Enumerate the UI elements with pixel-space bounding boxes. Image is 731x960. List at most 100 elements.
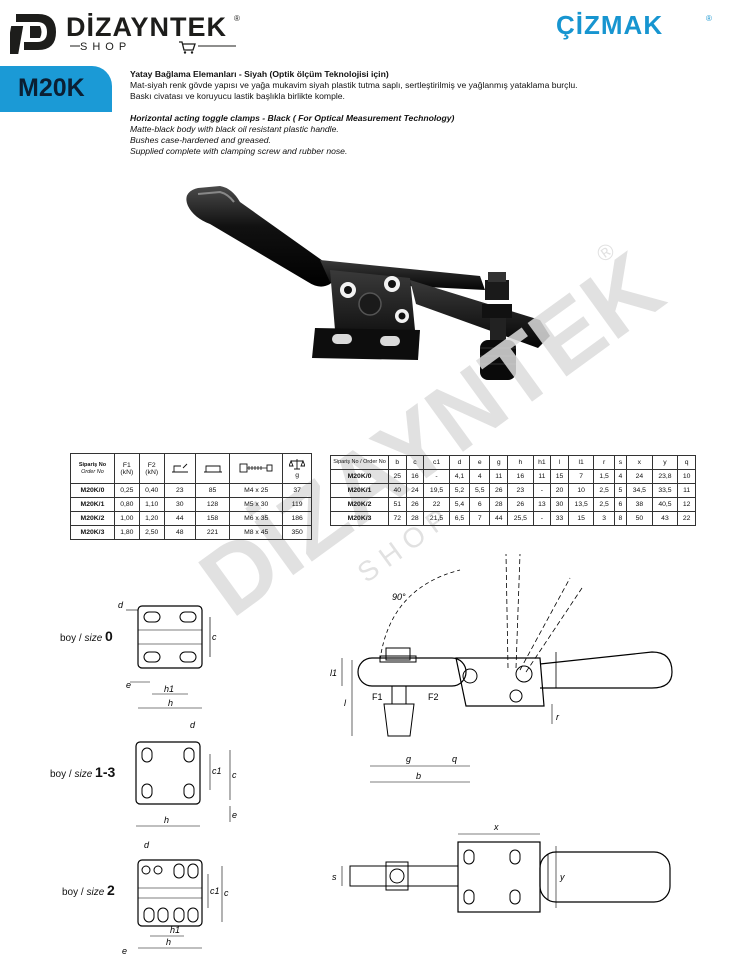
dim-c1: c1: [212, 766, 222, 776]
value-cell: 23: [163, 483, 197, 498]
dimension-cell: 26: [489, 483, 509, 498]
dim-d: d: [190, 720, 196, 730]
description-tr-line: Baskı civatası ve koruyucu lastik başlık…: [130, 91, 345, 101]
description-english: Horizontal acting toggle clamps - Black …: [130, 113, 600, 157]
dimension-cell: 1,5: [593, 469, 615, 484]
dim-c: c: [232, 770, 237, 780]
cizmak-brand: ÇİZMAK: [556, 10, 664, 40]
header: DİZAYNTEK ® SHOP ÇİZMAK ®: [0, 0, 731, 60]
dim-y: y: [559, 872, 565, 882]
dimension-cell: 10: [677, 469, 696, 484]
f1-cell: 1,80: [113, 525, 140, 540]
dimension-cell: 2,5: [593, 483, 615, 498]
logo-registered-mark: ®: [234, 14, 240, 23]
clamp-side-view-drawing: 90° F1 F2 l1 l r g q b: [330, 553, 673, 783]
column-header-clamp-icon-b: [194, 453, 231, 484]
order-cell: M20K/2: [330, 497, 389, 512]
dimension-cell: 24: [405, 483, 425, 498]
dimension-cell: 33: [550, 511, 569, 526]
product-code: M20K: [18, 74, 85, 102]
dim-e: e: [122, 946, 127, 956]
screw-cell: M8 x 45: [229, 525, 284, 540]
value-cell: 48: [163, 525, 197, 540]
dim-h: h: [164, 815, 169, 825]
base-plate-size-2-drawing: d c1 c h1 h e: [122, 840, 229, 956]
column-header-screw-icon: [229, 453, 284, 484]
dimension-cell: 4: [469, 469, 491, 484]
dimension-cell: 38: [626, 497, 653, 512]
dimension-cell: 26: [507, 497, 534, 512]
dimension-cell: 2,5: [593, 497, 615, 512]
column-header-h: h: [507, 455, 534, 470]
dim-e: e: [232, 810, 237, 820]
logo-title: DİZAYNTEK: [66, 12, 228, 42]
dimension-cell: 34,5: [626, 483, 653, 498]
dimension-cell: 6: [469, 497, 491, 512]
dimension-cell: 4: [613, 469, 628, 484]
dimension-cell: 33,5: [651, 483, 679, 498]
description-en-line: Bushes case-hardened and greased.: [130, 135, 271, 145]
dimension-cell: 44: [489, 511, 509, 526]
dim-c1: c1: [210, 886, 220, 896]
dimension-cell: 13,5: [567, 497, 595, 512]
dimension-cell: -: [532, 511, 552, 526]
f1-unit: (kN): [120, 468, 134, 476]
dimension-cell: 23: [507, 483, 534, 498]
base-plate-size-1-3-drawing: d c1 c e h: [135, 720, 237, 827]
order-cell: M20K/1: [330, 483, 389, 498]
dim-d: d: [118, 600, 124, 610]
order-no-en: Order No: [81, 468, 104, 475]
open-clamp-icon: [171, 463, 188, 472]
column-header-s: s: [613, 455, 628, 470]
order-no-tr: Sipariş No: [78, 461, 107, 468]
dimension-cell: 5,4: [448, 497, 471, 512]
weight-cell: 186: [282, 511, 312, 526]
closed-clamp-icon: [203, 465, 222, 472]
dimension-cell: 22: [677, 511, 696, 526]
size-prefix: boy /: [50, 769, 75, 780]
order-cell: M20K/0: [70, 483, 115, 498]
dimension-cell: 7: [469, 511, 491, 526]
weight-unit: g: [295, 472, 300, 479]
f2-cell: 1,20: [138, 511, 165, 526]
dimension-cell: 5,5: [469, 483, 491, 498]
dimension-cell: 15: [567, 511, 595, 526]
base-plate-size-0-drawing: c d e h1 h: [118, 600, 217, 709]
dimension-cell: 22: [423, 497, 450, 512]
label-f1: F1: [372, 692, 383, 702]
size-word: size: [74, 769, 93, 780]
brand-registered-mark: ®: [706, 14, 712, 23]
weight-cell: 119: [282, 497, 312, 512]
column-header-l1: l1: [567, 455, 595, 470]
size-1-3-label: boy / size 1-3: [50, 764, 115, 780]
dim-l1: l1: [330, 668, 337, 678]
dim-q: q: [452, 754, 457, 764]
column-header-g: g: [489, 455, 509, 470]
dimension-cell: 7: [567, 469, 595, 484]
dim-e: e: [126, 680, 131, 690]
column-header-h1: h1: [532, 455, 552, 470]
dimension-cell: 20: [550, 483, 569, 498]
f1-cell: 0,25: [113, 483, 140, 498]
dimension-cell: 25,5: [507, 511, 534, 526]
table-row: M20K/2 1,00 1,20 44 158 M6 x 35 186: [70, 511, 312, 526]
dimension-cell: 23,8: [651, 469, 679, 484]
size-prefix: boy /: [62, 887, 87, 898]
dimension-cell: 8: [613, 511, 628, 526]
f2-cell: 1,10: [138, 497, 165, 512]
size-prefix: boy /: [60, 633, 85, 644]
scale-icon: [288, 459, 306, 470]
dimension-cell: 4,1: [448, 469, 471, 484]
dimension-cell: 19,5: [423, 483, 450, 498]
table-header-row: Sipariş No Order No F1 (kN) F2 (kN): [70, 453, 312, 484]
column-header-y: y: [651, 455, 679, 470]
dim-h: h: [168, 698, 173, 708]
screw-cell: M4 x 25: [229, 483, 284, 498]
label-f2: F2: [428, 692, 439, 702]
cart-icon: [179, 41, 196, 54]
logo-rule-left: [70, 45, 80, 47]
dimension-cell: 16: [405, 469, 425, 484]
